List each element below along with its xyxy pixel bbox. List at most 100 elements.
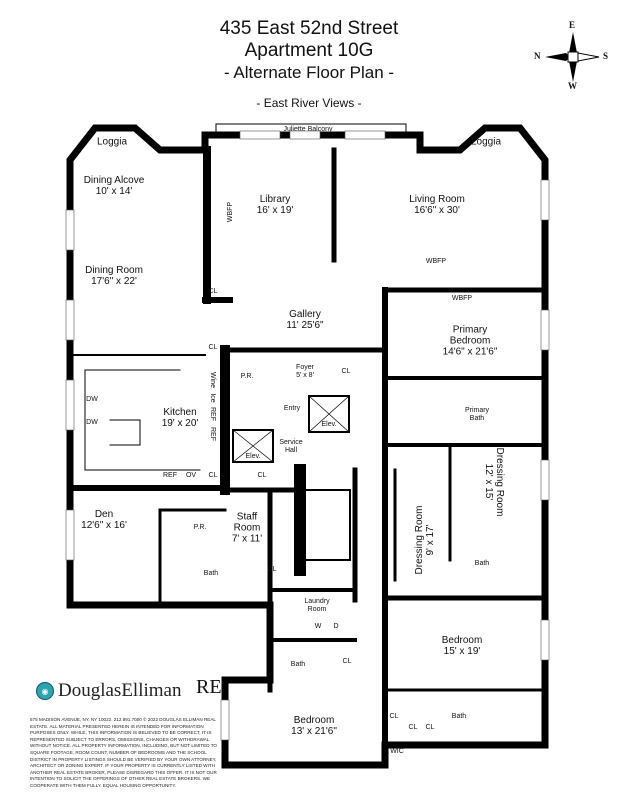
room-name: Dining Alcove — [83, 175, 145, 186]
closet-label: CL — [408, 724, 418, 731]
room-size: 9' x 17' — [425, 524, 436, 556]
walk-in-closet-label: WIC — [390, 748, 404, 755]
legal-disclaimer: 575 Madison Avenue, NY, NY 10022. 212.89… — [30, 717, 218, 788]
room-size: 19' x 20' — [161, 418, 199, 429]
room-size: 13' x 21'6" — [291, 726, 337, 737]
address-title: 435 East 52nd Street — [219, 18, 399, 39]
room-name: Dressing Room — [494, 447, 505, 517]
ref-label: REF — [209, 427, 216, 441]
closet-label: CL — [425, 724, 435, 731]
room-size: 11' 25'6" — [286, 320, 324, 331]
room-name: Living Room — [409, 194, 465, 205]
room-size: 12'6" x 16' — [81, 520, 127, 531]
room-name: Service — [279, 439, 303, 446]
closet-label: CL — [257, 472, 267, 479]
room-name: Kitchen — [163, 407, 197, 418]
room-name: Dining Room — [85, 265, 143, 276]
room-name: Dressing Room — [414, 505, 425, 575]
room-name: Hall — [284, 447, 298, 454]
room-name: Foyer — [296, 364, 314, 371]
room-size: 16'6" x 30' — [414, 205, 460, 216]
ref-label: REF — [209, 407, 216, 421]
closet-label: CL — [267, 566, 277, 573]
room-name: Bedroom — [293, 715, 335, 726]
room-size: 16' x 19' — [256, 205, 294, 216]
closet-label: CL — [341, 368, 351, 375]
dishwasher-label: DW — [86, 396, 98, 403]
room-name: Laundry — [304, 598, 330, 605]
closet-label: CL — [208, 472, 218, 479]
room-size: 15' x 19' — [443, 646, 481, 657]
compass-south: S — [603, 51, 609, 61]
bath-label: Bath — [203, 570, 219, 577]
re-monogram-logo: RE — [196, 676, 222, 698]
douglas-elliman-logo: ◉ DouglasElliman — [36, 680, 181, 702]
compass-north: N — [534, 51, 541, 61]
wbfp-label: WBFP — [227, 201, 234, 223]
juliette-balcony-label: Juliette Balcony — [283, 126, 333, 133]
closet-label: CL — [342, 658, 352, 665]
room-name: Bath — [469, 415, 485, 422]
powder-room-label: P.R. — [193, 524, 207, 531]
loggia-right-label: Loggia — [470, 136, 502, 148]
wine-label: Wine — [209, 372, 216, 388]
closet-label: CL — [208, 344, 218, 351]
room-size: 12' x 15' — [483, 463, 494, 501]
room-size: 14'6" x 21'6" — [442, 346, 498, 358]
elevator-label: Elev. — [245, 453, 261, 460]
broker-name: DouglasElliman — [58, 680, 182, 701]
wbfp-label: WBFP — [425, 258, 447, 265]
views-note: - East River Views - — [256, 96, 362, 110]
room-name: Room — [233, 522, 261, 534]
plan-subtitle: - Alternate Floor Plan - — [223, 63, 395, 82]
entry-label: Entry — [283, 405, 301, 412]
room-name: Den — [94, 509, 114, 520]
bath-label: Bath — [451, 713, 467, 720]
room-name: Staff — [236, 511, 258, 523]
room-name: Bedroom — [449, 335, 491, 347]
compass-east: E — [569, 20, 576, 30]
room-size: 7' x 11' — [231, 533, 263, 545]
room-name: Primary — [452, 324, 488, 336]
dishwasher-label: DW — [86, 419, 98, 426]
powder-room-label: P.R. — [240, 373, 254, 380]
washer-label: W — [314, 623, 322, 630]
bath-label: Bath — [474, 560, 490, 567]
dryer-label: D — [333, 623, 339, 630]
room-name: Gallery — [289, 309, 321, 320]
oven-label: OV — [185, 472, 197, 479]
loggia-left-label: Loggia — [96, 136, 128, 148]
room-name: Bedroom — [441, 635, 483, 646]
room-size: 5' x 8' — [296, 372, 314, 379]
bath-label: Bath — [290, 661, 306, 668]
elevator-label: Elev. — [321, 421, 337, 428]
closet-label: CL — [208, 288, 218, 295]
ref-label: REF — [163, 472, 177, 479]
room-name: Library — [259, 194, 291, 205]
ice-label: Ice — [209, 393, 216, 403]
compass-west: W — [568, 81, 577, 91]
room-size: 10' x 14' — [95, 186, 133, 197]
room-size: 17'6" x 22' — [91, 276, 137, 287]
compass-rose-icon: E N S W — [533, 20, 613, 91]
room-name: Room — [307, 606, 327, 613]
room-name: Primary — [464, 407, 490, 414]
apartment-title: Apartment 10G — [244, 40, 374, 61]
